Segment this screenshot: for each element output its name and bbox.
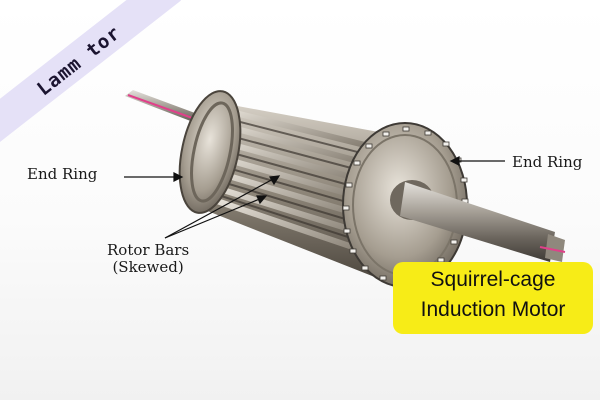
callout-box: Squirrel-cage Induction Motor (393, 262, 593, 334)
end-ring-right-label: End Ring (512, 153, 583, 171)
end-ring-left-label: End Ring (27, 165, 98, 183)
callout-line-1: Squirrel-cage (430, 268, 556, 291)
leader-lines (124, 156, 505, 239)
rotor-bars-label: Rotor Bars (Skewed) (107, 241, 190, 277)
rotor-bars-label-line2: (Skewed) (112, 258, 184, 277)
callout-line-2: Induction Motor (420, 298, 566, 321)
right-shaft (390, 180, 566, 262)
left-end-ring (178, 90, 242, 214)
rotor-bars-label-line1: Rotor Bars (107, 241, 190, 259)
